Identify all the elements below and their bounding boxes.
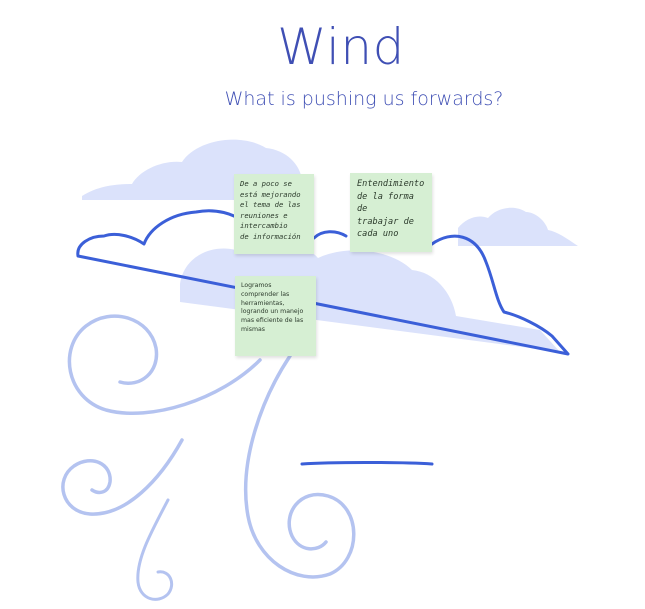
- sticky-note-text: Entendimiento de la forma de trabajar de…: [357, 179, 425, 239]
- sticky-note[interactable]: De a poco se está mejorando el tema de l…: [234, 174, 314, 254]
- wind-line: [300, 461, 434, 466]
- sticky-note-text: De a poco se está mejorando el tema de l…: [240, 179, 301, 241]
- sticky-note-text: Logramos comprender las herramientas, lo…: [241, 282, 304, 333]
- main-cloud-fill: [180, 240, 560, 352]
- background-cloud-right: [458, 207, 578, 246]
- wind-swirl-1: [67, 314, 262, 415]
- sticky-note[interactable]: Logramos comprender las herramientas, lo…: [235, 276, 316, 356]
- wind-swirl-3: [61, 438, 184, 516]
- board-subtitle: What is pushing us forwards?: [224, 88, 504, 110]
- wind-swirl-2: [243, 354, 356, 579]
- board-title: Wind: [277, 18, 405, 76]
- wind-swirl-4: [136, 498, 174, 601]
- sticky-note[interactable]: Entendimiento de la forma de trabajar de…: [350, 173, 432, 252]
- main-cloud-outline: [76, 209, 570, 356]
